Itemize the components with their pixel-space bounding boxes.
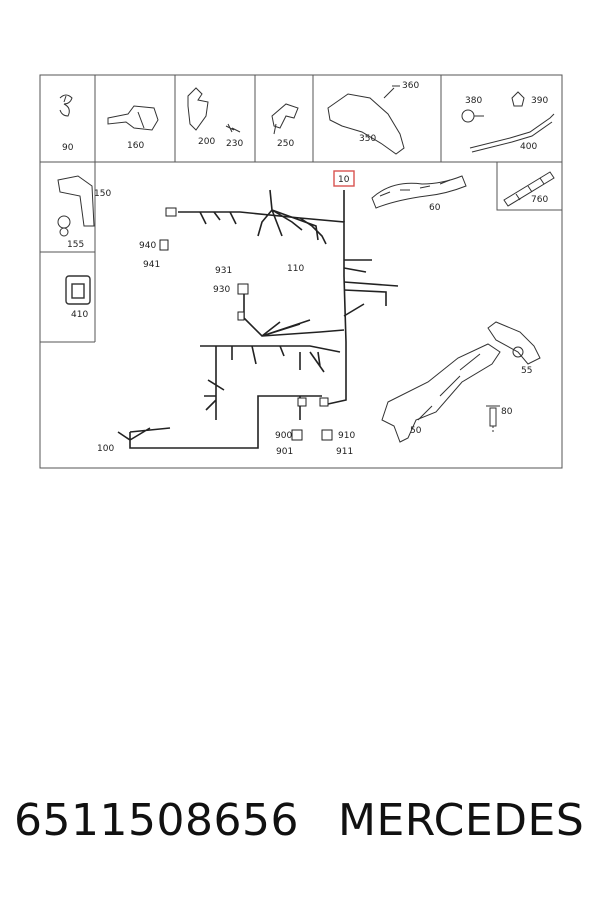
callout-200: 200 bbox=[198, 137, 215, 147]
callout-80: 80 bbox=[501, 407, 513, 417]
top-row-cells bbox=[40, 75, 563, 343]
callout-910: 910 bbox=[338, 431, 355, 441]
callout-250: 250 bbox=[277, 139, 294, 149]
footer: 6511508656 MERCEDES bbox=[0, 795, 600, 865]
callout-155: 155 bbox=[67, 240, 84, 250]
part-760-icon bbox=[503, 171, 555, 207]
callout-100: 100 bbox=[97, 444, 114, 454]
part-350-icon bbox=[327, 85, 405, 155]
callout-55: 55 bbox=[521, 366, 532, 376]
callout-400: 400 bbox=[520, 142, 537, 152]
callout-160: 160 bbox=[127, 141, 144, 151]
callout-150: 150 bbox=[94, 189, 111, 199]
callout-230: 230 bbox=[226, 139, 243, 149]
callout-380: 380 bbox=[465, 96, 482, 106]
callout-911: 911 bbox=[336, 447, 353, 457]
part-160-icon bbox=[107, 105, 159, 131]
part-410-icon bbox=[65, 275, 91, 305]
part-200-icon bbox=[187, 87, 241, 133]
callout-10-highlight bbox=[333, 170, 355, 187]
callout-350: 350 bbox=[359, 134, 376, 144]
callout-60: 60 bbox=[429, 203, 441, 213]
part-380-icon bbox=[461, 109, 484, 123]
callout-360: 360 bbox=[402, 81, 419, 91]
part-55-icon bbox=[487, 321, 541, 365]
part-400-icon bbox=[469, 113, 555, 153]
callout-390: 390 bbox=[531, 96, 548, 106]
part-60-icon bbox=[371, 175, 467, 209]
part-80-icon bbox=[486, 405, 500, 434]
part-number: 6511508656 bbox=[14, 795, 299, 846]
callout-10: 10 bbox=[338, 175, 350, 185]
callout-110: 110 bbox=[287, 264, 304, 274]
parts-diagram: 90 160 200 230 250 350 360 380 390 400 1… bbox=[39, 74, 563, 469]
callout-941: 941 bbox=[143, 260, 160, 270]
callout-931: 931 bbox=[215, 266, 232, 276]
part-90-icon bbox=[59, 94, 73, 117]
callout-930: 930 bbox=[213, 285, 230, 295]
part-50-icon bbox=[381, 343, 501, 443]
callout-900: 900 bbox=[275, 431, 292, 441]
callout-410: 410 bbox=[71, 310, 88, 320]
callout-901: 901 bbox=[276, 447, 293, 457]
callout-940: 940 bbox=[139, 241, 156, 251]
wiring-harness bbox=[117, 189, 399, 449]
callout-50: 50 bbox=[410, 426, 422, 436]
part-250-icon bbox=[271, 103, 299, 135]
callout-90: 90 bbox=[62, 143, 74, 153]
part-390-icon bbox=[511, 91, 525, 107]
brand-name: MERCEDES bbox=[338, 795, 585, 846]
part-150-icon bbox=[57, 175, 95, 237]
connectors bbox=[159, 207, 333, 441]
callout-760: 760 bbox=[531, 195, 548, 205]
